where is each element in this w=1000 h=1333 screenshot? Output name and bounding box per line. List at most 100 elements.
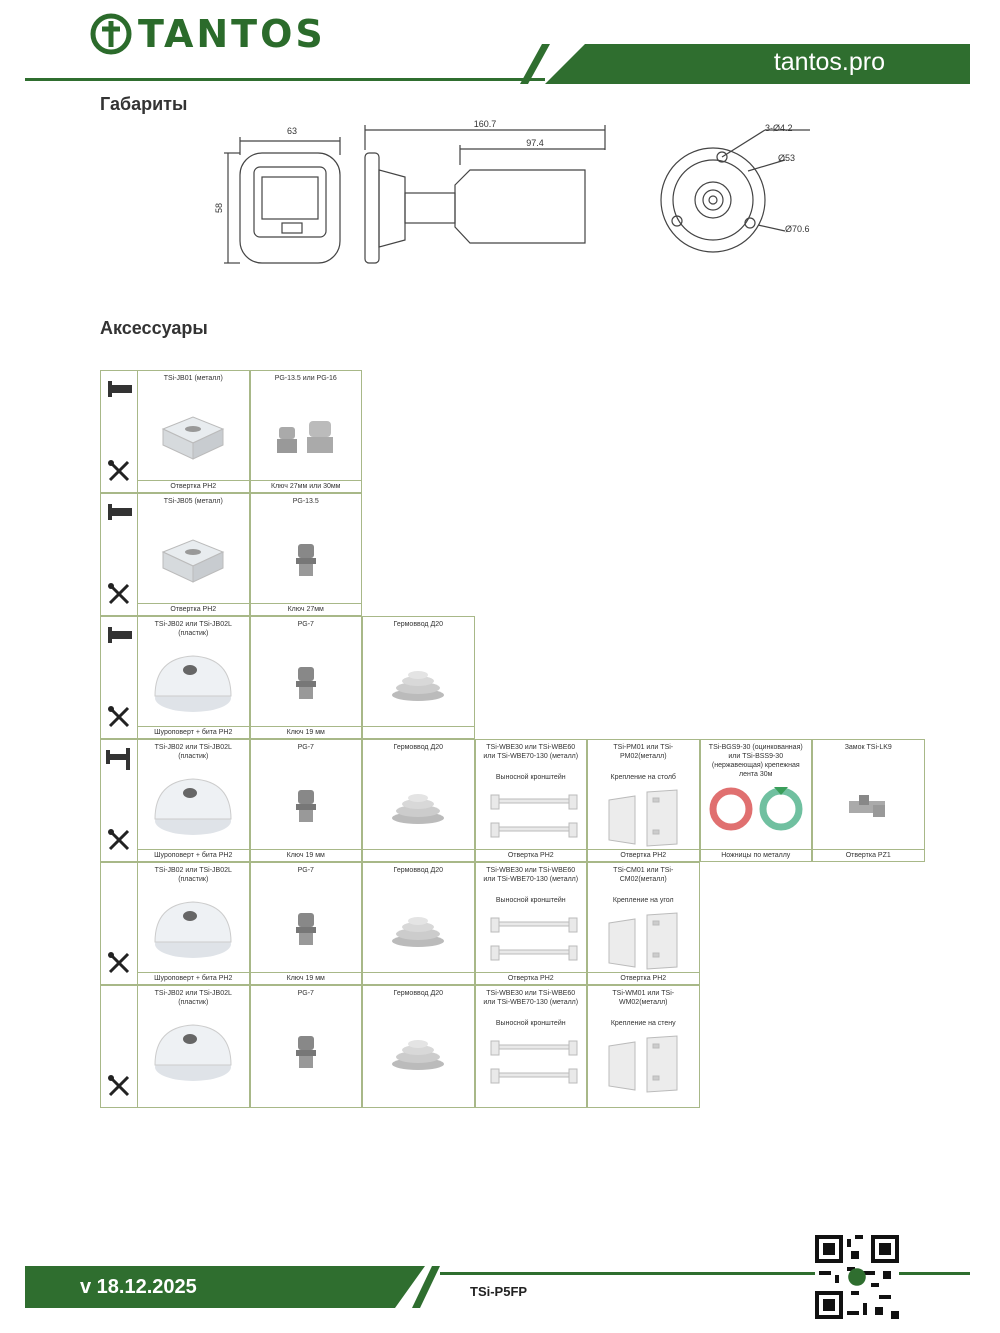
- accessory-tool: Отвертка PH2: [475, 849, 586, 861]
- accessory-subtitle: Крепление на столб: [610, 774, 676, 781]
- accessory-image: [138, 639, 249, 726]
- accessory-image: [588, 907, 699, 972]
- dim-holes: 3-Ø4.2: [765, 123, 793, 133]
- accessory-image: [476, 784, 587, 849]
- accessory-title: TSi-CM01 или TSi-CM02(металл): [613, 867, 674, 883]
- accessory-image: [138, 516, 249, 603]
- accessory-cell: TSi-BGS9-30 (оцинкованная) или TSi-BSS9-…: [699, 739, 812, 862]
- accessory-tool: Ножницы по металлу: [700, 849, 811, 861]
- accessory-title: TSi-WBE30 или TSi-WBE60 или TSi-WBE70-13…: [483, 867, 579, 883]
- accessory-image: [251, 1008, 362, 1095]
- accessory-image: [138, 393, 249, 480]
- accessory-tool: [363, 726, 474, 738]
- mount-type-cell: [100, 493, 138, 616]
- accessory-tool: Ключ 19 мм: [250, 972, 361, 984]
- dimension-drawings: 63 58 160.7 97.4 3-Ø4.2 Ø53 Ø70.6: [214, 119, 810, 264]
- brand-logo: TANTOS: [90, 12, 326, 56]
- accessory-title: TSi-JB02 или TSi-JB02L (пластик): [154, 744, 232, 760]
- accessory-cell: TSi-WM01 или TSi-WM02(металл)Крепление н…: [587, 985, 700, 1108]
- accessory-tool: Отвертка PZ1: [813, 849, 924, 861]
- accessory-cell: TSi-WBE30 или TSi-WBE60 или TSi-WBE70-13…: [474, 739, 587, 862]
- accessory-title: PG-13.5: [292, 498, 319, 505]
- accessory-cell: Гермоввод Д20: [362, 739, 475, 862]
- accessory-tool: Шуроповерт + бита PH2: [138, 849, 249, 861]
- accessory-image: [251, 885, 362, 972]
- accessory-image: [701, 762, 812, 849]
- accessory-tool: Ключ 19 мм: [250, 726, 361, 738]
- website-link[interactable]: tantos.pro: [773, 48, 885, 76]
- tools-icon: [107, 582, 131, 611]
- accessory-tool: Ключ 19 мм: [250, 849, 361, 861]
- accessory-subtitle: Выносной кронштейн: [495, 1020, 566, 1027]
- accessory-tool: Отвертка PH2: [138, 603, 249, 615]
- header-line: [25, 78, 545, 81]
- accessory-tool: Отвертка PH2: [588, 972, 699, 984]
- accessory-image: [363, 1008, 474, 1095]
- accessory-tool: [363, 972, 474, 984]
- accessory-cell: TSi-WBE30 или TSi-WBE60 или TSi-WBE70-13…: [474, 985, 587, 1108]
- accessory-title: TSi-JB02 или TSi-JB02L (пластик): [154, 621, 232, 637]
- accessory-cell: TSi-CM01 или TSi-CM02(металл) Крепление н…: [587, 862, 700, 985]
- tools-icon: [107, 828, 131, 857]
- accessory-tool: Отвертка PH2: [588, 849, 699, 861]
- accessory-image: [363, 639, 474, 726]
- accessory-title: TSi-WBE30 или TSi-WBE60 или TSi-WBE70-13…: [483, 990, 579, 1006]
- accessory-image: [138, 762, 249, 849]
- accessory-cell: TSi-PM01 или TSi-PM02(металл) Крепление н…: [587, 739, 700, 862]
- accessory-tool: Отвертка PH2: [138, 480, 249, 492]
- mount-type-cell: [100, 370, 138, 493]
- tools-icon: [107, 951, 131, 980]
- mount-type-cell: [100, 862, 138, 985]
- logo-icon: [90, 13, 132, 55]
- accessory-cell: TSi-JB02 или TSi-JB02L (пластик): [137, 985, 250, 1108]
- accessory-tool: Отвертка PH2: [475, 972, 586, 984]
- qr-code-icon[interactable]: [815, 1235, 899, 1319]
- tools-icon: [107, 705, 131, 734]
- accessory-image: [476, 907, 587, 972]
- dimensions-title: Габариты: [100, 94, 188, 114]
- accessory-cell: TSi-JB05 (металл) Отвертка PH2: [137, 493, 250, 616]
- accessory-title: Гермоввод Д20: [393, 867, 443, 874]
- accessory-title: TSi-BGS9-30 (оцинкованная) или TSi-BSS9-…: [708, 744, 803, 778]
- accessory-cell: TSi-JB01 (металл)Отвертка PH2: [137, 370, 250, 493]
- dim-front-width: 63: [287, 126, 297, 136]
- footer-band: [25, 1266, 425, 1308]
- accessory-cell: Гермоввод Д20: [362, 862, 475, 985]
- accessory-image: [251, 762, 362, 849]
- accessory-image: [588, 1030, 699, 1095]
- accessory-tool: Ключ 27мм или 30мм: [250, 480, 361, 492]
- accessory-image: [476, 1030, 587, 1095]
- accessory-cell: PG-7: [249, 985, 362, 1108]
- mount-type-cell: [100, 616, 138, 739]
- footer-line: [440, 1272, 970, 1275]
- accessory-title: PG-7: [297, 990, 314, 997]
- accessory-title: TSi-JB05 (металл): [163, 498, 223, 505]
- accessory-title: TSi-PM01 или TSi-PM02(металл): [613, 744, 674, 760]
- mount-type-cell: [100, 739, 138, 862]
- brand-name: TANTOS: [138, 12, 326, 56]
- header-band: [545, 44, 970, 84]
- accessory-title: TSi-WBE30 или TSi-WBE60 или TSi-WBE70-13…: [483, 744, 579, 760]
- model-label: TSi-P5FP: [470, 1284, 528, 1299]
- accessory-subtitle: Крепление на угол: [612, 897, 674, 904]
- dim-d1: Ø53: [778, 153, 795, 163]
- camera-mount-icon: [104, 500, 134, 527]
- camera-mount-icon: [104, 377, 134, 404]
- version-label: v 18.12.2025: [80, 1276, 197, 1298]
- accessory-title: TSi-JB02 или TSi-JB02L (пластик): [154, 867, 232, 883]
- dim-d2: Ø70.6: [785, 224, 810, 234]
- accessory-title: TSi-WM01 или TSi-WM02(металл): [612, 990, 675, 1006]
- accessory-image: [363, 762, 474, 849]
- accessory-image: [251, 393, 362, 480]
- accessory-cell: Гермоввод Д20: [362, 985, 475, 1108]
- pole-mount-icon: [104, 746, 134, 777]
- rear-view: [660, 129, 810, 253]
- dim-front-height: 58: [214, 203, 224, 213]
- accessory-cell: Гермоввод Д20: [362, 616, 475, 739]
